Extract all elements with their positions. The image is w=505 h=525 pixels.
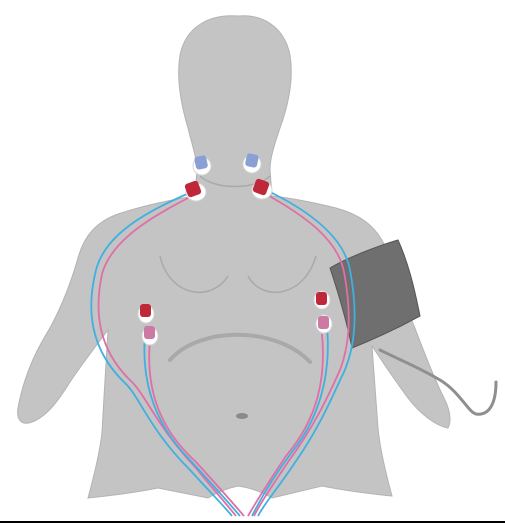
- clip-red: [316, 292, 327, 305]
- bottom-rule: [0, 521, 505, 523]
- navel: [236, 413, 248, 419]
- clip-pink: [144, 326, 155, 339]
- clip-pink: [318, 316, 329, 329]
- clip-red: [140, 304, 151, 317]
